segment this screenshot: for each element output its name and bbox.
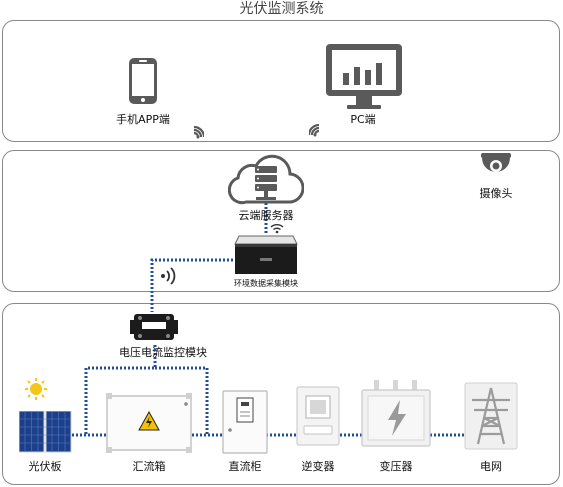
solar-panel-icon <box>19 411 72 453</box>
dc-cabinet-label: 直流柜 <box>228 460 262 473</box>
sun-icon <box>25 378 47 400</box>
camera-label: 摄像头 <box>479 187 513 200</box>
power-tower-icon <box>464 382 518 450</box>
inverter-icon <box>296 386 340 446</box>
client-layer-panel <box>2 20 560 142</box>
combiner-box-label: 汇流箱 <box>132 460 166 473</box>
vi-monitor-module-icon <box>130 314 178 340</box>
env-module-label: 环境数据采集模块 <box>234 279 298 288</box>
env-sensor-module-icon <box>234 235 298 274</box>
smartphone-icon <box>129 58 157 104</box>
transformer-icon <box>361 380 431 447</box>
mobile-app-label: 手机APP端 <box>116 113 170 126</box>
dc-cabinet-icon <box>222 390 268 454</box>
camera-icon <box>481 153 511 172</box>
cloud-server-icon <box>228 154 304 205</box>
wifi-signal-icon <box>270 224 284 234</box>
cloud-server-label: 云端服务器 <box>238 209 294 222</box>
wifi-signal-icon <box>309 123 320 137</box>
wifi-signal-icon <box>161 267 176 285</box>
monitor-icon <box>326 44 402 109</box>
vi-module-label: 电压电流监控模块 <box>119 346 207 359</box>
inverter-label: 逆变器 <box>301 460 335 473</box>
pc-label: PC端 <box>350 113 376 126</box>
grid-label: 电网 <box>480 460 502 473</box>
combiner-box-icon <box>106 393 192 453</box>
page-title: 光伏监测系统 <box>239 1 324 17</box>
wifi-signal-icon <box>193 125 204 139</box>
transformer-label: 变压器 <box>379 460 413 473</box>
pv-panel-label: 光伏板 <box>28 460 62 473</box>
